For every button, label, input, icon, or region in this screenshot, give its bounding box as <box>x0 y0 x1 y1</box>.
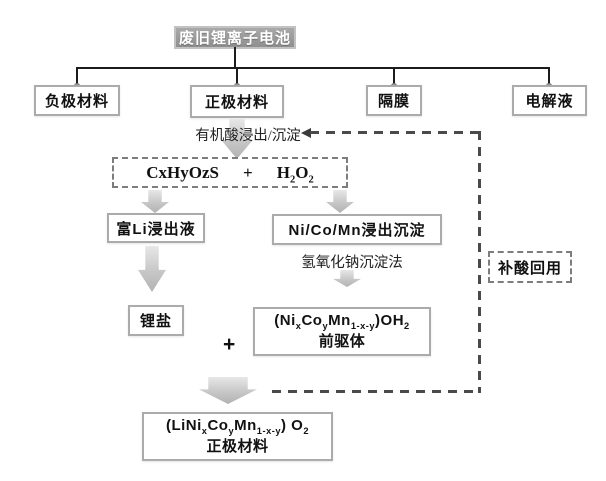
connector-drop-separator <box>393 67 395 85</box>
connector-root-stem <box>234 47 236 68</box>
recycle-arrowhead-icon <box>301 128 311 138</box>
node-acid-reuse: 补酸回用 <box>488 251 572 283</box>
reagent-plus-sign: + <box>243 162 253 182</box>
node-precursor: (NixCoyMn1-x-y)OH2 前驱体 <box>253 307 431 356</box>
node-anode-material: 负极材料 <box>34 85 120 116</box>
li-rich-leachate-label: 富Li浸出液 <box>116 220 196 238</box>
node-electrolyte-label: 电解液 <box>525 93 574 110</box>
reagent-oxidant-formula: H2O2 <box>276 162 314 185</box>
node-separator-label: 隔膜 <box>377 93 410 110</box>
node-cathode-material: 正极材料 <box>190 85 284 118</box>
combine-plus-sign: + <box>223 333 236 356</box>
root-node-label: 废旧锂离子电池 <box>178 30 291 47</box>
arrow-to-li-salt <box>138 246 166 292</box>
ncm-precipitate-label: Ni/Co/Mn浸出沉淀 <box>288 222 426 239</box>
connector-drop-electrolyte <box>548 67 550 85</box>
arrow-to-li-leachate <box>141 190 169 213</box>
node-electrolyte: 电解液 <box>512 85 587 116</box>
recycle-dash-bottom <box>272 390 481 393</box>
connector-branch-bar <box>76 67 550 69</box>
naoh-step-label: 氢氧化钠沉淀法 <box>301 255 403 271</box>
root-node-waste-battery: 废旧锂离子电池 <box>174 26 296 49</box>
acid-reuse-label: 补酸回用 <box>497 259 562 277</box>
li-salt-label: 锂盐 <box>139 313 172 330</box>
precursor-label: 前驱体 <box>318 332 366 350</box>
connector-drop-anode <box>76 67 78 85</box>
node-li-rich-leachate: 富Li浸出液 <box>107 213 205 243</box>
node-ncm-precipitate: Ni/Co/Mn浸出沉淀 <box>272 214 442 245</box>
arrow-to-precursor <box>333 270 361 287</box>
recycle-dash-top <box>310 131 480 134</box>
arrow-to-product <box>199 377 257 404</box>
node-anode-label: 负极材料 <box>44 93 109 110</box>
product-formula: (LiNixCoyMn1-x-y) O2 <box>165 417 310 437</box>
node-cathode-label: 正极材料 <box>204 94 269 111</box>
precursor-formula: (NixCoyMn1-x-y)OH2 <box>274 312 410 332</box>
node-li-salt: 锂盐 <box>128 305 184 336</box>
node-separator: 隔膜 <box>366 85 422 116</box>
node-leaching-reagents: CxHyOzS + H2O2 <box>112 157 348 188</box>
leaching-step-label: 有机酸浸出/沉淀 <box>195 128 301 144</box>
reagent-acid-formula: CxHyOzS <box>146 162 220 182</box>
arrow-to-ncm-precipitate <box>326 190 354 213</box>
connector-drop-cathode <box>236 67 238 85</box>
node-regenerated-cathode: (LiNixCoyMn1-x-y) O2 正极材料 <box>142 412 333 461</box>
product-label: 正极材料 <box>206 437 269 455</box>
recycle-dash-vertical <box>478 131 481 393</box>
